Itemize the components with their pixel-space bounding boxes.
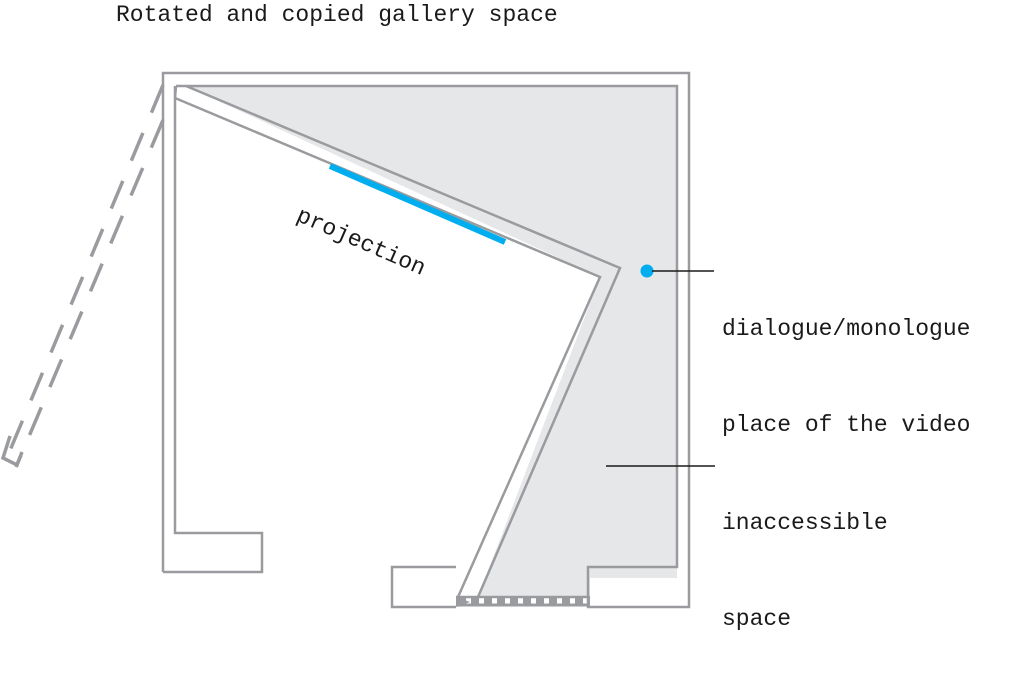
ghost-wall-dashed bbox=[4, 84, 165, 468]
inaccessible-area bbox=[186, 86, 677, 597]
dialogue-label-line1: dialogue/monologue bbox=[722, 316, 971, 342]
inaccessible-label-line1: inaccessible bbox=[722, 510, 888, 536]
floor-plan-diagram: Rotated and copied gallery space project… bbox=[0, 2, 970, 632]
rotated-wall bbox=[173, 84, 622, 598]
ghost-wall-end bbox=[0, 435, 24, 468]
dialogue-label: dialogue/monologue place of the video bbox=[722, 249, 970, 505]
floor-plan-svg bbox=[0, 71, 715, 609]
outer-wall bbox=[161, 71, 691, 609]
inaccessible-label: inaccessible space bbox=[722, 443, 888, 699]
inaccessible-label-line2: space bbox=[722, 606, 792, 632]
projection-surface bbox=[328, 163, 507, 245]
threshold bbox=[456, 595, 590, 607]
diagram-title: Rotated and copied gallery space bbox=[116, 2, 558, 28]
dialogue-marker bbox=[640, 264, 654, 278]
dialogue-label-line2: place of the video bbox=[722, 412, 971, 438]
